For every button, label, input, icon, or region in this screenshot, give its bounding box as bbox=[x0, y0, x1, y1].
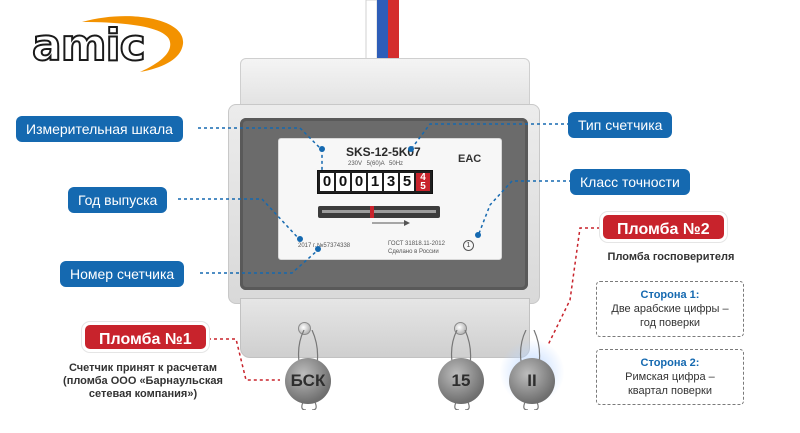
meter-faceplate bbox=[278, 138, 502, 260]
side1-text: год поверки bbox=[639, 317, 701, 329]
seal1-title: Пломба №1 bbox=[82, 322, 209, 352]
leader-dot bbox=[475, 232, 481, 238]
counter-digit: 0 bbox=[320, 173, 334, 191]
seal2-caption: Пломба госповерителя bbox=[607, 251, 735, 263]
screw-right bbox=[454, 322, 467, 335]
seal2-side2-box: Сторона 2: Римская цифра – квартал повер… bbox=[596, 349, 744, 405]
meter-bottom bbox=[240, 298, 530, 358]
meter-year: 2017 г. bbox=[298, 243, 317, 249]
seal1-caption-line: Счетчик принят к расчетам bbox=[68, 362, 218, 374]
fraction-bottom: 5 bbox=[420, 181, 426, 192]
logo-text: amic bbox=[31, 20, 147, 71]
meter-specs: 230V 5(60)A 50Hz bbox=[348, 161, 404, 167]
seal2-quarter-side: II bbox=[509, 358, 555, 404]
made-in-line: Сделано в России bbox=[388, 249, 439, 255]
logo-swoosh-icon bbox=[82, 16, 184, 72]
screw-left bbox=[298, 322, 311, 335]
callout-meter-number: Номер счетчика bbox=[60, 261, 185, 287]
meter-model: SKS-12-5K07 bbox=[346, 145, 421, 159]
leader-dot bbox=[319, 146, 325, 152]
eac-mark: EAC bbox=[458, 153, 482, 165]
counter-digit: 5 bbox=[400, 173, 414, 191]
cable-icon bbox=[365, 0, 399, 60]
counter-fraction: 4 5 bbox=[416, 172, 430, 192]
leader-dot bbox=[315, 246, 321, 252]
side1-title: Сторона 1: bbox=[640, 289, 700, 301]
counter-digit: 0 bbox=[352, 173, 366, 191]
callout-accuracy-class: Класс точности bbox=[570, 169, 690, 195]
meter-serial: №57374338 bbox=[317, 243, 351, 249]
fraction-top: 4 bbox=[420, 172, 426, 183]
seal1-lead: БСК bbox=[285, 358, 331, 404]
side2-title: Сторона 2: bbox=[640, 357, 700, 369]
seal2-side1-box: Сторона 1: Две арабские цифры – год пове… bbox=[596, 281, 744, 337]
side2-text: Римская цифра – bbox=[625, 371, 715, 383]
disk-mark bbox=[370, 206, 374, 218]
leader-dot bbox=[408, 146, 414, 152]
accuracy-class-mark: 1 bbox=[463, 240, 474, 251]
amic-logo: amic bbox=[22, 14, 192, 76]
counter-digit: 0 bbox=[336, 173, 350, 191]
side2-text: квартал поверки bbox=[627, 385, 713, 397]
disk-shine bbox=[322, 210, 436, 213]
counter-digit: 3 bbox=[384, 173, 398, 191]
seal1-caption-line: сетевая компания») bbox=[88, 388, 198, 400]
counter-digit: 1 bbox=[368, 173, 382, 191]
gost-line: ГОСТ 31818.11-2012 bbox=[388, 241, 445, 247]
seal1-caption-line: (пломба ООО «Барнаульская bbox=[63, 375, 223, 387]
leader-dot bbox=[297, 236, 303, 242]
callout-measurement-scale: Измерительная шкала bbox=[16, 116, 183, 142]
seal2-year-side: 15 bbox=[438, 358, 484, 404]
meter-gost: ГОСТ 31818.11-2012 Сделано в России bbox=[388, 240, 445, 256]
rotation-arrow-icon bbox=[372, 220, 410, 226]
callout-meter-type: Тип счетчика bbox=[568, 112, 673, 138]
seal2-title: Пломба №2 bbox=[600, 212, 727, 242]
counter-display: 0 0 0 1 3 5 4 5 bbox=[317, 170, 433, 194]
callout-year: Год выпуска bbox=[68, 187, 168, 213]
side1-text: Две арабские цифры – bbox=[611, 303, 729, 315]
rotating-disk bbox=[318, 206, 440, 218]
seal1-caption: Счетчик принят к расчетам (пломба ООО «Б… bbox=[58, 362, 228, 401]
